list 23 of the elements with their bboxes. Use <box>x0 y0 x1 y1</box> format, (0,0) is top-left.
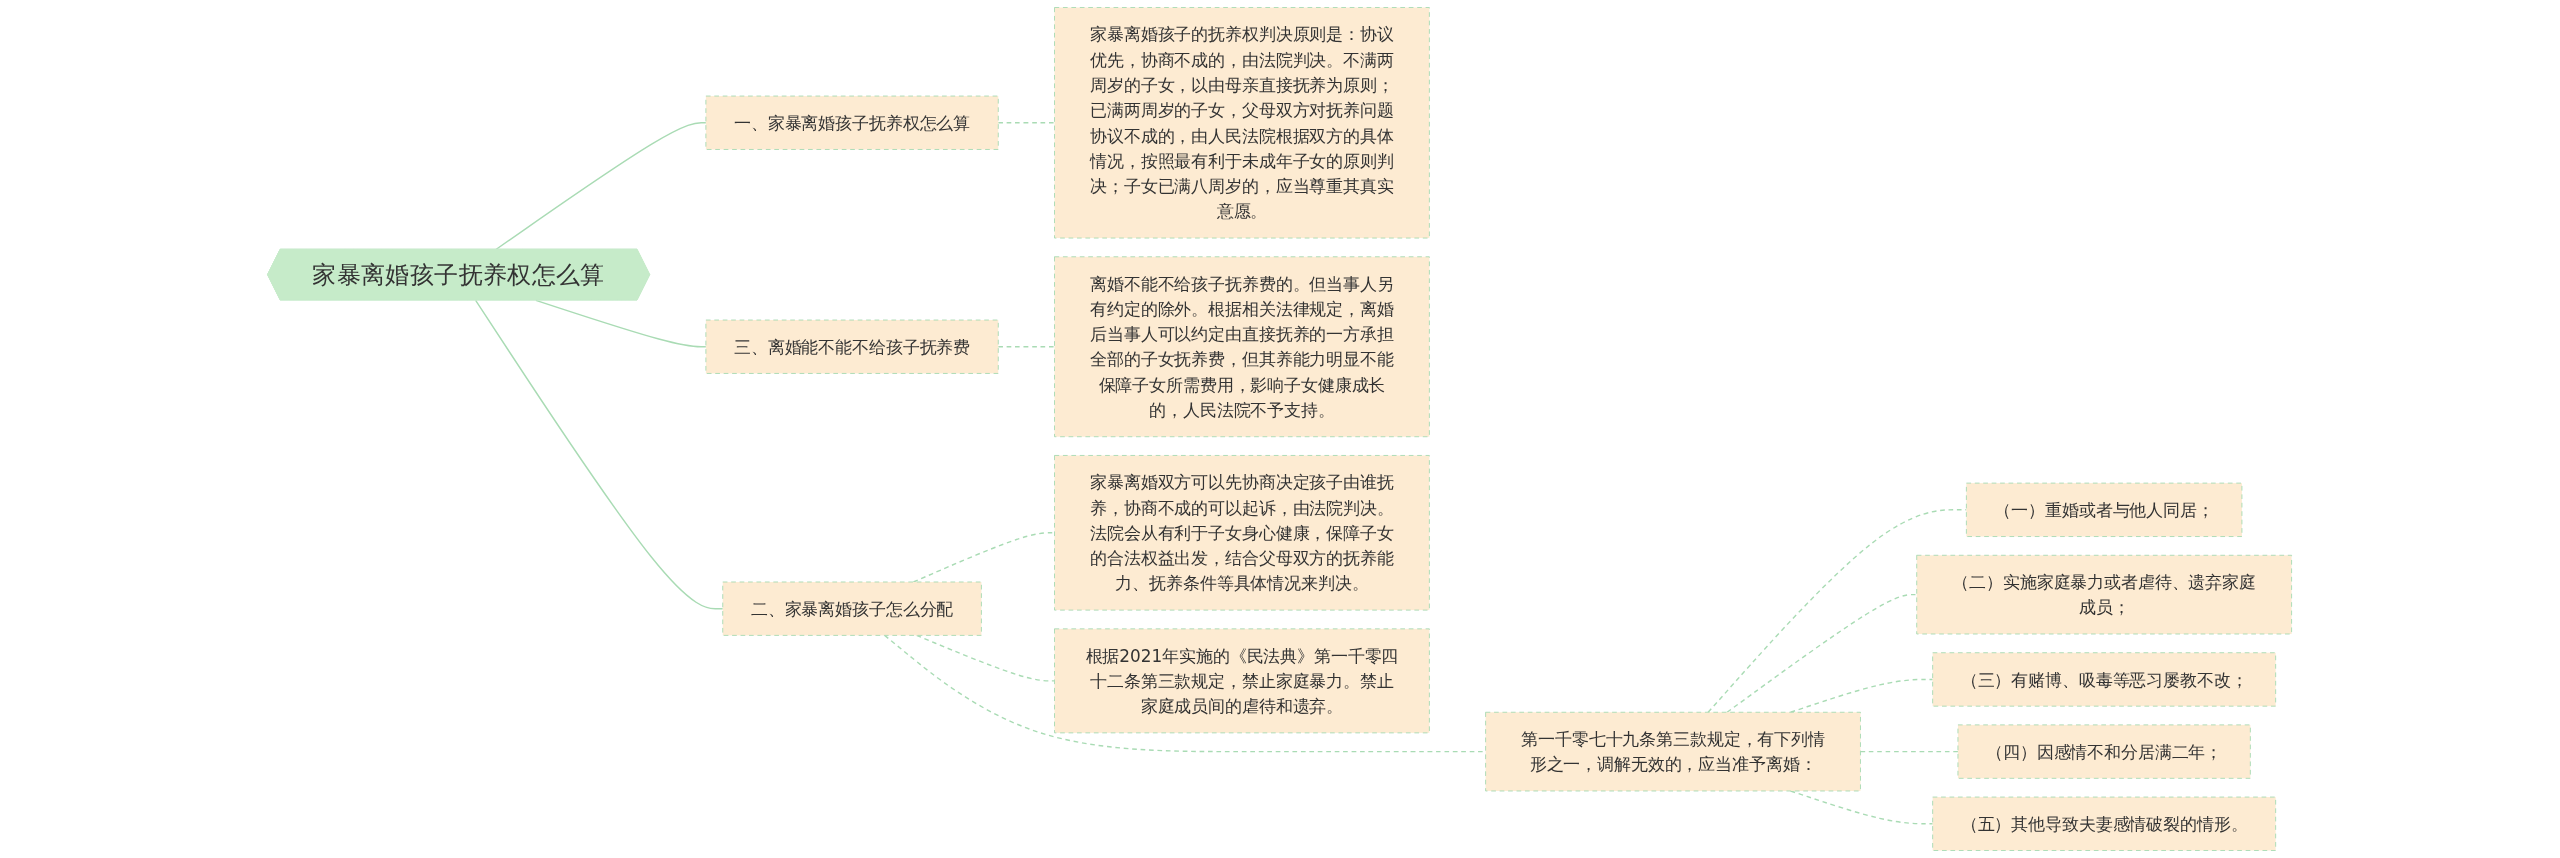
node-box: 第一千零七十九条第三款规定，有下列情形之一，调解无效的，应当准予离婚： <box>1485 711 1862 792</box>
connector <box>998 346 1056 348</box>
node-box: （一）重婚或者与他人同居； <box>1966 482 2243 537</box>
node-box: 离婚不能不给孩子抚养费的。但当事人另有约定的除外。根据相关法律规定，离婚后当事人可以约定由直接抚养的一方承担全部的子女抚养费，但其养能力明显不能保障子女所需费用，影响子女健康成长的，人民法院不予支持。 <box>1054 256 1431 438</box>
connector <box>495 122 708 251</box>
node-box: 一、家暴离婚孩子抚养权怎么算 <box>705 95 1000 150</box>
node-box: （三）有赌博、吸毒等恶习屡教不改； <box>1932 652 2277 707</box>
node-box: 二、家暴离婚孩子怎么分配 <box>722 581 983 636</box>
node-box: 家暴离婚双方可以先协商决定孩子由谁抚养，协商不成的可以起诉，由法院判决。法院会从有利于子女身心健康，保障子女的合法权益出发，结合父母双方的抚养能力、抚养条件等具体情况来判决。 <box>1054 455 1431 611</box>
node-box: （四）因感情不和分居满二年； <box>1957 724 2252 779</box>
connector <box>916 634 1056 682</box>
connector <box>1790 790 1934 825</box>
node-box: （二）实施家庭暴力或者虐待、遗弃家庭成员； <box>1916 554 2293 635</box>
node-box: 三、离婚能不能不给孩子抚养费 <box>705 319 1000 374</box>
connector <box>998 122 1056 124</box>
node-box: 家暴离婚孩子的抚养权判决原则是：协议优先，协商不成的，由法院判决。不满两周岁的子女，以由母亲直接抚养为原则；已满两周岁的子女，父母双方对抚养问题协议不成的，由人民法院根据双方的具体情况，按照最有利于未成年子女的原则判决；子女已满八周岁的，应当尊重其真实意愿。 <box>1054 7 1431 239</box>
connector <box>535 299 708 348</box>
connector <box>1860 750 1960 753</box>
node-box: 根据2021年实施的《民法典》第一千零四十二条第三款规定，禁止家庭暴力。禁止家庭成员间的虐待和遗弃。 <box>1054 628 1431 734</box>
connector <box>1790 678 1934 713</box>
node-box: （五）其他导致夫妻感情破裂的情形。 <box>1932 796 2277 851</box>
connector <box>475 299 724 610</box>
connector <box>1726 593 1918 713</box>
